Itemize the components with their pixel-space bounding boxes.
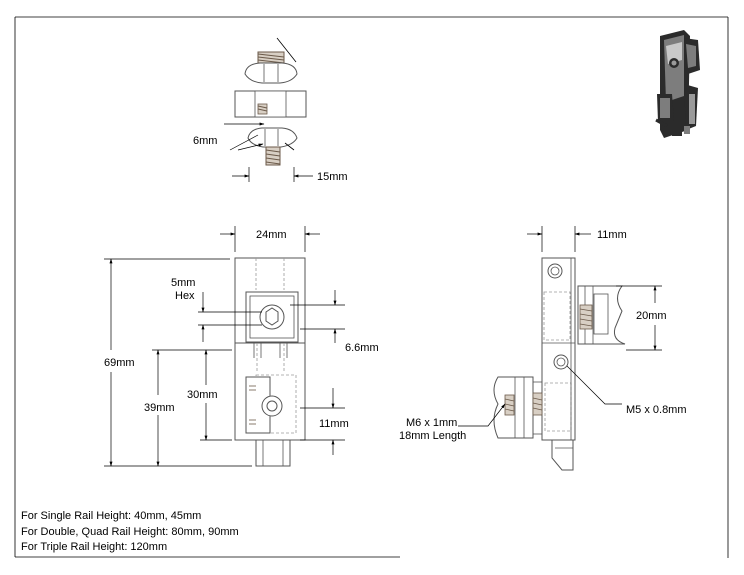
side-view: 11mm 20mm M5 x 0.8mm M6 x 1mm 18mm Lengt…: [399, 226, 687, 471]
note-double-quad-rail: For Double, Quad Rail Height: 80mm, 90mm: [21, 526, 239, 538]
top-knob-upper: [244, 62, 298, 84]
top-thread-lower: [265, 146, 281, 166]
front-width-dim-label: 24mm: [256, 229, 287, 241]
front-hex-socket: [259, 304, 285, 330]
side-bolt-callout-line1: M6 x 1mm: [406, 417, 457, 429]
front-clamp-width-dim-label: 11mm: [319, 418, 349, 430]
side-bolt-callout-line2: 18mm Length: [399, 430, 466, 442]
top-width-dim-label: 15mm: [317, 171, 348, 183]
front-hex-dim-line2: Hex: [175, 290, 195, 302]
top-knob-lower: [247, 127, 298, 148]
top-thread-dim-label: 6mm: [193, 135, 217, 147]
side-clamp-height-dim-label: 20mm: [636, 310, 667, 322]
front-view: 24mm 5mm Hex 69mm 39mm: [104, 226, 379, 467]
sheet-border: [14, 16, 729, 558]
side-thickness-dim-label: 11mm: [597, 229, 627, 241]
front-lower-height-dim-label: 39mm: [144, 402, 175, 414]
front-bottom-tab: [255, 439, 291, 467]
side-body: [541, 257, 576, 441]
note-triple-rail: For Triple Rail Height: 120mm: [21, 541, 168, 553]
side-screw-callout: M5 x 0.8mm: [626, 404, 687, 416]
front-clamp-height-dim-label: 30mm: [187, 389, 218, 401]
isometric-thumbnail: [655, 30, 700, 138]
front-slot-offset-dim-label: 6.6mm: [345, 342, 379, 354]
top-view: 6mm 15mm: [193, 37, 348, 183]
note-single-rail: For Single Rail Height: 40mm, 45mm: [21, 510, 202, 522]
side-bottom-foot: [551, 439, 574, 471]
front-total-height-dim-label: 69mm: [104, 357, 135, 369]
side-right-clamp: [577, 285, 626, 345]
front-hex-dim-line1: 5mm: [171, 277, 195, 289]
